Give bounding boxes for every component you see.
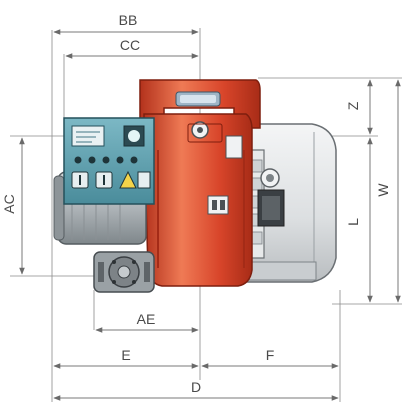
burner-illustration [53,79,337,293]
dim-label-bb: BB [119,12,138,28]
dim-label-ae: AE [137,311,156,327]
dim-label-f: F [266,347,275,363]
burner-head-cover [245,123,337,283]
dimension-lines [19,29,402,401]
burner-housing [143,113,253,287]
dim-label-e: E [121,347,130,363]
oil-pump [93,251,155,293]
control-panel [63,117,155,205]
dimension-labels: BB CC Z W L AC AE E F D [1,12,391,395]
dim-label-l: L [345,218,361,226]
dim-label-ac: AC [1,194,17,213]
dim-label-z: Z [345,101,361,110]
dim-label-d: D [191,379,201,395]
dim-label-w: W [375,183,391,197]
dim-label-cc: CC [120,37,140,53]
burner-top-frame [139,79,261,129]
